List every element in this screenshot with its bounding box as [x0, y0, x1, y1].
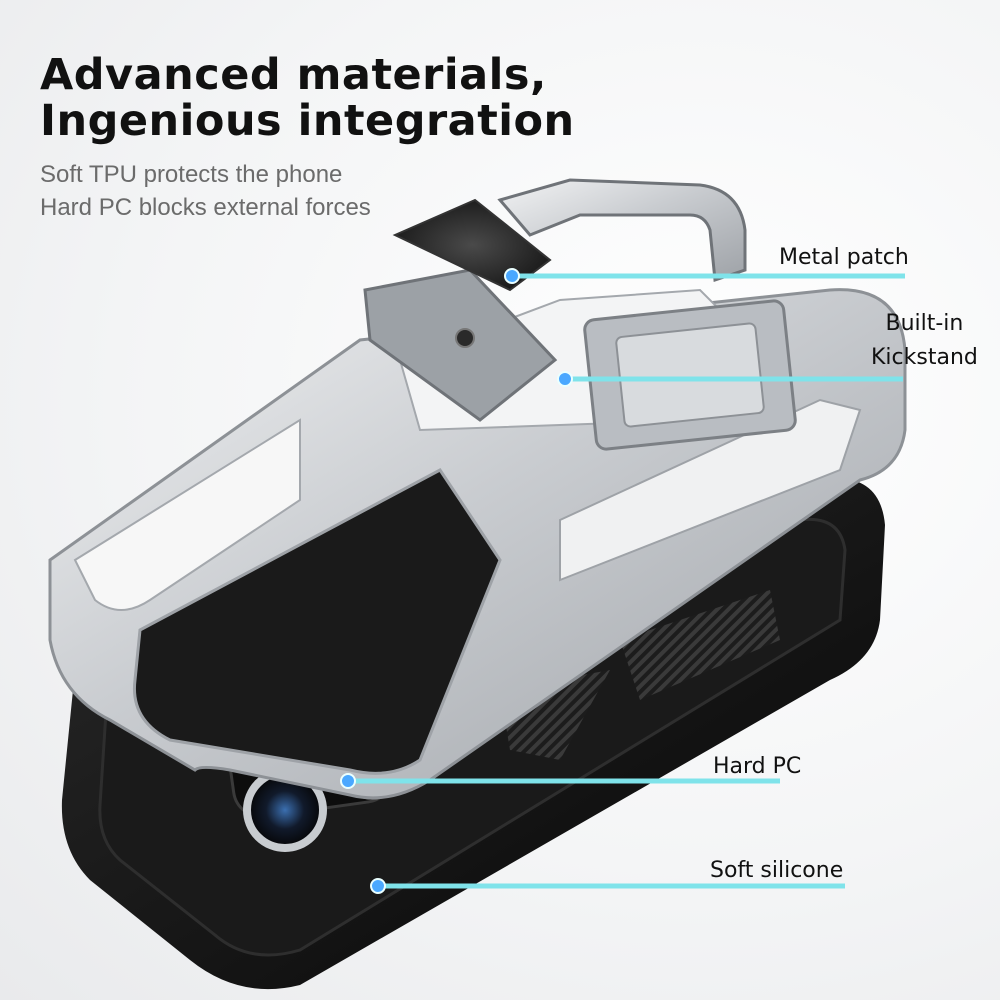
hard-pc-text: Hard PC: [713, 754, 802, 779]
callout-dot-soft-silicone: [370, 878, 386, 894]
kickstand-text-line-1: Built-in: [885, 311, 964, 336]
callout-dot-metal-patch: [504, 268, 520, 284]
headline: Advanced materials, Ingenious integratio…: [40, 52, 575, 144]
callout-label-hard-pc: Hard PC: [713, 750, 801, 784]
frame-window-center: [132, 468, 502, 775]
frame-window-right: [559, 398, 862, 582]
soft-silicone-text: Soft silicone: [710, 858, 844, 883]
subtitle: Soft TPU protects the phone Hard PC bloc…: [40, 158, 371, 224]
headline-line-1: Advanced materials,: [40, 50, 547, 100]
subtitle-line-2: Hard PC blocks external forces: [40, 194, 371, 221]
carbon-panel-1: [620, 590, 780, 700]
callout-label-metal-patch: Metal patch: [779, 241, 909, 275]
callout-label-soft-silicone: Soft silicone: [710, 854, 843, 888]
callout-dot-hard-pc: [340, 773, 356, 789]
metal-patch: [363, 198, 558, 422]
metal-patch-text: Metal patch: [779, 245, 909, 270]
callout-dot-kickstand: [557, 371, 573, 387]
callout-lines: [340, 268, 905, 894]
headline-line-2: Ingenious integration: [40, 96, 575, 146]
callout-label-kickstand: Built-in Kickstand: [871, 307, 978, 375]
kickstand-text-line-2: Kickstand: [871, 345, 978, 370]
frame-window-left: [73, 418, 301, 611]
subtitle-line-1: Soft TPU protects the phone: [40, 161, 343, 188]
